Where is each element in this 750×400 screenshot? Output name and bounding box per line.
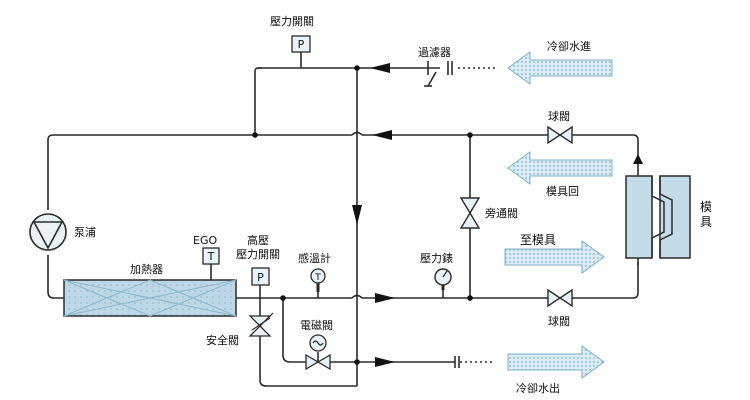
pipe-return-left — [47, 134, 352, 210]
solenoid-valve-label: 電磁閥 — [300, 319, 333, 332]
junction — [252, 132, 258, 138]
mold-icon — [625, 154, 691, 265]
pipe-network — [47, 52, 639, 387]
pressure-switch-letter: P — [298, 38, 305, 51]
thermometer-label: 感溫計 — [298, 251, 331, 265]
pump-label: 泵浦 — [74, 226, 96, 239]
mold-label-1: 模 — [700, 200, 712, 214]
junction — [354, 359, 360, 365]
mold-label-2: 具 — [700, 215, 712, 229]
solenoid-valve-icon — [305, 334, 331, 371]
pipe-return-right — [362, 134, 639, 158]
bypass-valve-icon — [459, 197, 481, 229]
cooling-water-out-label: 冷卻水出 — [516, 381, 560, 395]
flow-arrow-right-icon — [375, 293, 395, 303]
pressure-switch-top: 壓力開關 P — [270, 15, 314, 53]
heater-icon — [63, 279, 237, 317]
pipe-pump-to-heater — [47, 255, 64, 299]
arrow-to-mold: 至模具 — [504, 233, 605, 274]
junction — [354, 65, 360, 71]
junction — [467, 132, 473, 138]
pipe-supply-right — [362, 262, 639, 299]
cooling-water-in-label: 冷卻水進 — [547, 40, 591, 53]
safety-valve-icon — [248, 312, 274, 337]
to-mold-label: 至模具 — [520, 233, 556, 247]
pipe-solenoid-branch — [282, 298, 357, 363]
thermometer-icon: T — [310, 268, 326, 292]
filter-icon — [424, 61, 453, 87]
pressure-switch-top-label: 壓力開關 — [270, 15, 314, 28]
ball-valve-bottom-label: 球閥 — [548, 314, 570, 328]
junction — [467, 295, 473, 301]
outlet-ticks — [454, 356, 460, 368]
junction-dots — [252, 65, 473, 365]
ego-thermostat: EGO T — [193, 234, 220, 280]
ego-label: EGO — [193, 234, 217, 247]
flow-arrow-down-icon — [352, 205, 362, 225]
pipe-pressure-switch-branch — [254, 67, 262, 135]
heater-label: 加熱器 — [130, 263, 163, 276]
filter-label: 過濾器 — [418, 45, 451, 59]
ball-valve-bottom-icon — [547, 288, 573, 308]
pipe-safety-loop — [259, 298, 357, 387]
junction — [280, 295, 286, 301]
high-pressure-label-1: 高壓 — [247, 233, 269, 247]
arrow-mold-return: 模具回 — [507, 151, 613, 198]
pressure-gauge-icon — [434, 268, 452, 290]
arrow-cooling-out: 冷卻水出 — [507, 345, 605, 395]
high-pressure-label-2: 壓力開關 — [236, 248, 280, 261]
high-pressure-letter: P — [257, 271, 264, 284]
high-pressure-switch: 高壓 壓力開關 P — [236, 233, 280, 286]
flow-arrow-left-icon — [370, 63, 390, 73]
flow-arrow-left-icon — [372, 130, 392, 140]
ball-valve-top-icon — [547, 125, 573, 145]
flow-arrow-right-icon — [375, 357, 395, 367]
safety-valve-label: 安全閥 — [206, 333, 239, 347]
mold-return-label: 模具回 — [546, 185, 579, 198]
high-pressure-box — [251, 267, 270, 286]
pressure-switch-box — [291, 35, 311, 53]
flow-arrows — [352, 63, 395, 367]
ball-valve-top-label: 球閥 — [548, 109, 570, 123]
pipe-crossover-bottom — [351, 294, 363, 299]
thermometer-letter: T — [314, 273, 321, 283]
pump-icon — [29, 213, 67, 251]
ego-letter: T — [207, 250, 215, 263]
arrow-cooling-in: 冷卻水進 — [507, 40, 613, 85]
bypass-valve-label: 旁通閥 — [485, 206, 518, 220]
pressure-gauge-label: 壓力錶 — [420, 252, 453, 265]
